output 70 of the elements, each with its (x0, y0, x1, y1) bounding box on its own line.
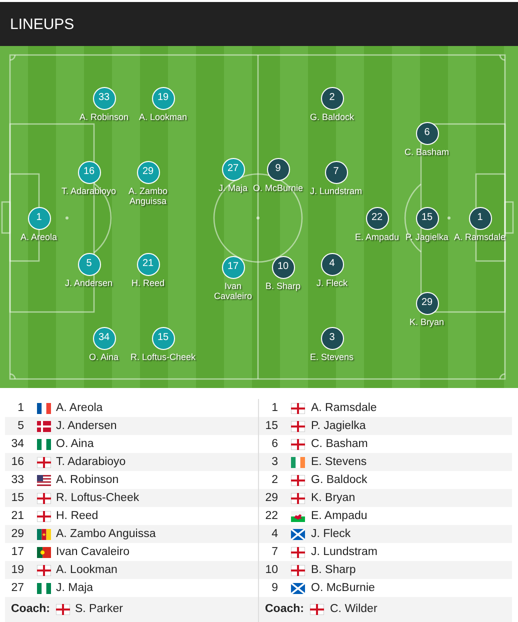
player-name: Ivan Cavaleiro (212, 281, 254, 301)
player-name: A. Areola (56, 401, 103, 416)
player-name: R. Loftus-Cheek (56, 491, 140, 506)
shirt-number: 15 (10, 491, 24, 506)
shirt-number: 29 (264, 491, 278, 506)
player-name: J. Andersen (56, 419, 117, 434)
player-name: A. Lookman (139, 112, 188, 122)
player-name: H. Reed (132, 278, 165, 288)
player-name: A. Lookman (56, 563, 118, 578)
coach-label: Coach: (11, 602, 50, 617)
player-name: B. Sharp (266, 281, 301, 291)
player-name: C. Basham (404, 147, 450, 157)
player-name: T. Adarabioyo (56, 455, 126, 470)
player-name: J. Lundstram (311, 545, 378, 560)
coach-name: C. Wilder (330, 602, 378, 617)
player-name: A. Ramsdale (311, 401, 377, 416)
player-name: J. Andersen (65, 278, 113, 288)
shirt-number: 34 (10, 437, 24, 452)
player-name: O. McBurnie (253, 183, 304, 193)
player-name: J. Lundstram (310, 186, 362, 196)
player-name: R. Loftus-Cheek (130, 352, 196, 362)
shirt-number: 21 (10, 509, 24, 524)
player-name: P. Jagielka (406, 232, 448, 242)
player-name: J. Fleck (311, 527, 351, 542)
shirt-number: 17 (10, 545, 24, 560)
player-name: E. Ampadu (355, 232, 400, 242)
shirt-number: 27 (10, 581, 24, 596)
shirt-number: 5 (16, 419, 24, 434)
player-name: E. Ampadu (311, 509, 368, 524)
player-name: J. Maja (56, 581, 94, 596)
shirt-number: 10 (264, 563, 278, 578)
player-name: G. Baldock (311, 473, 368, 488)
section-title: LINEUPS (10, 16, 74, 33)
player-name: E. Stevens (310, 352, 354, 362)
shirt-number: 4 (270, 527, 278, 542)
player-name: B. Sharp (311, 563, 356, 578)
player-name: J. Fleck (316, 278, 348, 288)
player-name: A. Robinson (80, 112, 129, 122)
player-name: E. Stevens (311, 455, 367, 470)
player-name: Ivan Cavaleiro (56, 545, 130, 560)
player-name: J. Maja (218, 183, 248, 193)
coach-label: Coach: (265, 602, 304, 617)
shirt-number: 33 (10, 473, 24, 488)
player-name: O. Aina (56, 437, 94, 452)
shirt-number: 15 (264, 419, 278, 434)
shirt-number: 1 (16, 401, 24, 416)
shirt-number: 1 (270, 401, 278, 416)
player-name: P. Jagielka (311, 419, 366, 434)
player-name: A. Robinson (56, 473, 119, 488)
player-name: K. Bryan (311, 491, 356, 506)
shirt-number: 3 (270, 455, 278, 470)
player-name: T. Adarabioyo (62, 186, 116, 196)
shirt-number: 16 (10, 455, 24, 470)
player-name: C. Basham (311, 437, 368, 452)
shirt-number: 22 (264, 509, 278, 524)
shirt-number: 2 (270, 473, 278, 488)
shirt-number: 6 (270, 437, 278, 452)
shirt-number: 19 (10, 563, 24, 578)
shirt-number: 9 (270, 581, 278, 596)
player-name: H. Reed (56, 509, 98, 524)
player-name: A. Zambo Anguissa (127, 186, 168, 206)
shirt-number: 7 (270, 545, 278, 560)
player-name: A. Zambo Anguissa (56, 527, 156, 542)
player-name: K. Bryan (410, 317, 444, 327)
coach-name: S. Parker (75, 602, 123, 617)
player-name: A. Areola (20, 232, 58, 242)
player-name: G. Baldock (310, 112, 354, 122)
shirt-number: 29 (10, 527, 24, 542)
player-name: O. McBurnie (311, 581, 375, 596)
player-name: O. Aina (89, 352, 119, 362)
